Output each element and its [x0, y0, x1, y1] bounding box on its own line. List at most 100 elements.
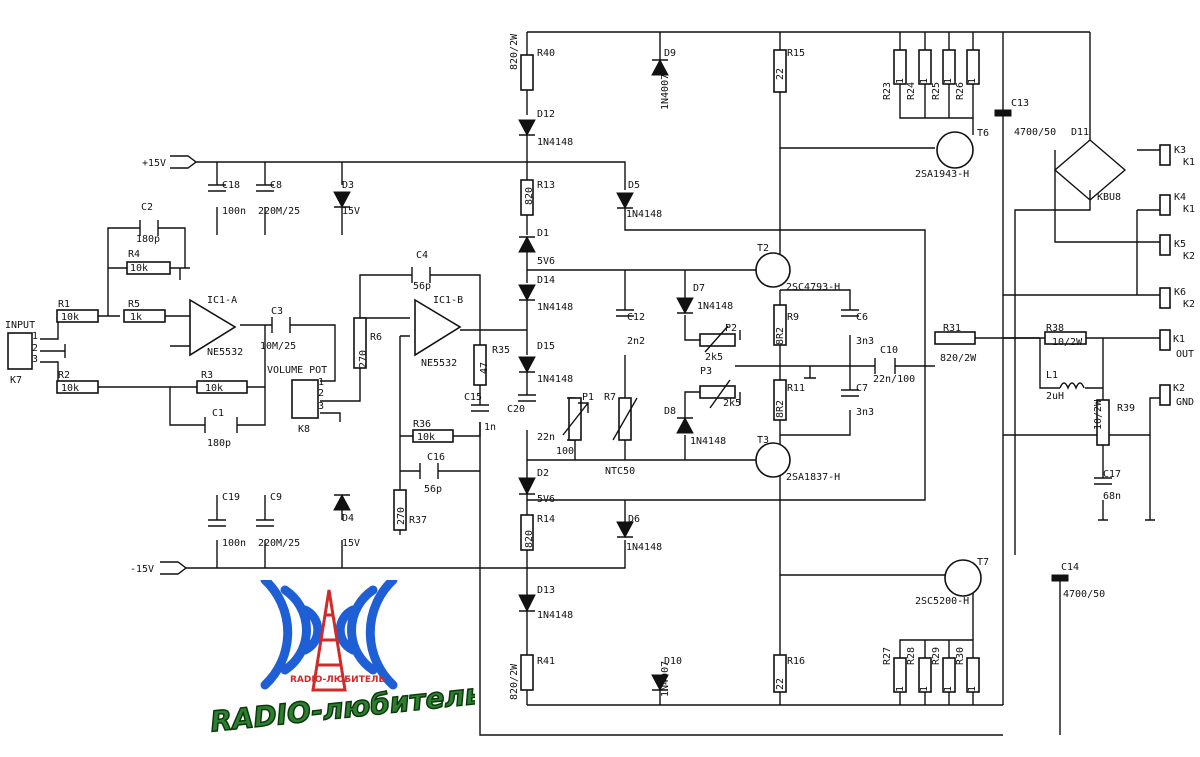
label-c20-114: C20 [507, 404, 525, 415]
label-1-162: 1 [895, 686, 906, 692]
label-d10-152: D10 [664, 656, 682, 667]
label-1-165: 1 [967, 686, 978, 692]
plus15-flag [170, 155, 198, 169]
label-c9-136: C9 [270, 492, 282, 503]
label-1n4148-39: 1N4148 [626, 209, 662, 220]
c13-plate [994, 109, 1012, 117]
label-10-2w-75: 10/2W [1052, 337, 1083, 348]
label-d8-116: D8 [664, 406, 676, 417]
label-d3-34: D3 [342, 180, 354, 191]
label-c4-50: C4 [416, 250, 428, 261]
transistors [755, 131, 982, 597]
label-10k-123: 10k [417, 432, 435, 443]
label-3n3-71: 3n3 [856, 336, 874, 347]
label-1n4007-153: 1N4007 [660, 661, 671, 697]
label-15v-139: 15V [342, 538, 360, 549]
c14-plate [1051, 574, 1069, 582]
label-d4-138: D4 [342, 513, 354, 524]
ic1a-opamp [189, 298, 237, 357]
label-r23-6: R23 [882, 82, 893, 100]
label-t6-26: T6 [977, 128, 989, 139]
label-3-82: 3 [32, 354, 38, 365]
label-22-5: 22 [775, 68, 786, 80]
label-gnd-109: GND [1176, 397, 1194, 408]
label-2n2-65: 2n2 [627, 336, 645, 347]
label-1n4007-3: 1N4007 [660, 74, 671, 110]
label-3-95: 3 [318, 401, 324, 412]
label-2sa1943-h-27: 2SA1943-H [915, 169, 969, 180]
label-5v6-45: 5V6 [537, 256, 555, 267]
label-r16-156: R16 [787, 656, 805, 667]
wires [40, 31, 1160, 736]
label-r38-74: R38 [1046, 323, 1064, 334]
label-1n4148-53: 1N4148 [697, 301, 733, 312]
label-p1-110: P1 [582, 392, 594, 403]
label-c19-134: C19 [222, 492, 240, 503]
label-k6-24: K6 [1174, 287, 1186, 298]
minus15-label: -15V [130, 564, 154, 575]
label-180p-121: 180p [207, 438, 231, 449]
label-k2-108: K2 [1173, 383, 1185, 394]
label-2sa1837-h-125: 2SA1837-H [786, 472, 840, 483]
label-1k-57: 1k [130, 312, 142, 323]
label-k1-76: K1 [1173, 334, 1185, 345]
label-1-12: 1 [943, 78, 954, 84]
label-r27-158: R27 [882, 647, 893, 665]
label-r31-72: R31 [943, 323, 961, 334]
label-1-93: 1 [318, 377, 324, 388]
label-r24-7: R24 [906, 82, 917, 100]
label-10k-97: 10k [61, 383, 79, 394]
label-10k-43: 10k [130, 263, 148, 274]
plus15-label: +15V [142, 158, 166, 169]
label-p3-100: P3 [700, 366, 712, 377]
label-kbu8-17: KBU8 [1097, 192, 1121, 203]
label-1-80: 1 [32, 331, 38, 342]
label-c17-132: C17 [1103, 469, 1121, 480]
label-d14-48: D14 [537, 275, 555, 286]
label-100n-31: 100n [222, 206, 246, 217]
label-15v-35: 15V [342, 206, 360, 217]
label-2-94: 2 [318, 388, 324, 399]
label-10m-25-61: 10M/25 [260, 341, 296, 352]
label-k4-20: K4 [1174, 192, 1186, 203]
label-r3-98: R3 [201, 370, 213, 381]
label-l1-106: L1 [1046, 370, 1058, 381]
label-k8-92: K8 [298, 424, 310, 435]
ic1b-opamp [414, 298, 462, 357]
label-ic1-a-58: IC1-A [207, 295, 237, 306]
radio-lyubitel-logo: RADIO-ЛЮБИТЕЛЬ RADIO-любитель [208, 580, 475, 739]
label-r36-122: R36 [413, 419, 431, 430]
label-t7-146: T7 [977, 557, 989, 568]
label-820-141: 820 [524, 530, 535, 548]
label-d11-16: D11 [1071, 127, 1089, 138]
label-d6-142: D6 [628, 514, 640, 525]
label-2uh-107: 2uH [1046, 391, 1064, 402]
label-r37-144: R37 [409, 515, 427, 526]
connectors [7, 144, 1171, 419]
label-d13-150: D13 [537, 585, 555, 596]
label-100n-135: 100n [222, 538, 246, 549]
label-180p-41: 180p [136, 234, 160, 245]
label-2k5-101: 2k5 [723, 398, 741, 409]
label-10k-99: 10k [205, 383, 223, 394]
label-r13-36: R13 [537, 180, 555, 191]
label-d1-44: D1 [537, 228, 549, 239]
label-22-157: 22 [775, 678, 786, 690]
label-k5-22: K5 [1174, 239, 1186, 250]
inductor-l1 [1059, 382, 1085, 390]
label-k3-18: K3 [1174, 145, 1186, 156]
label-4700-50-15: 4700/50 [1014, 127, 1056, 138]
label-r26-9: R26 [955, 82, 966, 100]
label-c10-89: C10 [880, 345, 898, 356]
label-10-2w-119: 10/2W [1093, 399, 1104, 430]
label-c18-30: C18 [222, 180, 240, 191]
label-k7-79: K7 [10, 375, 22, 386]
label-d12-28: D12 [537, 109, 555, 120]
label-r5-56: R5 [128, 299, 140, 310]
label-4700-50-149: 4700/50 [1063, 589, 1105, 600]
label-c1-120: C1 [212, 408, 224, 419]
label-r41-154: R41 [537, 656, 555, 667]
label-820-2w-1: 820/2W [509, 33, 520, 70]
label-d7-52: D7 [693, 283, 705, 294]
